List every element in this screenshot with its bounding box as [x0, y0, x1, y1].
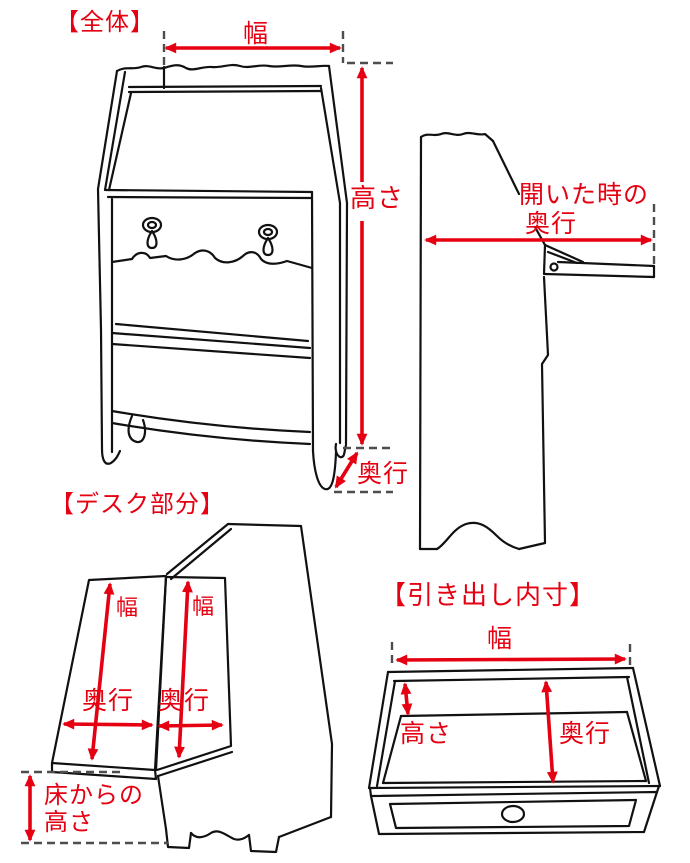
- overall-depth-arrow: [334, 451, 359, 489]
- drawer-depth-arrow: [541, 680, 558, 784]
- desk-part-line-art: [50, 522, 334, 854]
- desk-heading: 【デスク部分】: [50, 490, 225, 518]
- desk-inner-depth-label: 奥行: [158, 686, 211, 715]
- drawer-height-label: 高さ: [400, 719, 453, 748]
- flap-depth-arrow: [62, 718, 154, 731]
- drawer-height-arrow: [400, 682, 413, 716]
- drawer-guide-lines: [390, 642, 632, 668]
- desk-flap-depth-label: 奥行: [82, 686, 135, 715]
- desk-floor-height-label-line2: 高さ: [44, 808, 94, 836]
- overall-guide-lines: [162, 31, 393, 494]
- drawer-pull-right: [257, 223, 279, 257]
- drawer-width-arrow: [395, 653, 627, 666]
- overall-heading: 【全体】: [55, 8, 155, 36]
- inner-depth-arrow: [157, 719, 224, 732]
- side-open-depth-label-line2: 奥行: [524, 209, 578, 238]
- desk-flap-width-label: 幅: [116, 596, 140, 621]
- side-profile-line-art: [418, 131, 656, 551]
- flap-width-arrow: [87, 582, 115, 761]
- overall-depth-label: 奥行: [357, 459, 410, 488]
- drawer-knob: [500, 804, 526, 824]
- overall-width-label: 幅: [243, 19, 270, 48]
- desk-floor-height-label-line1: 床からの: [44, 781, 144, 809]
- overall-height-label: 高さ: [350, 184, 405, 214]
- overall-bureau-line-art: [96, 63, 349, 491]
- desk-part-dimension-arrows: [24, 580, 224, 842]
- drawer-line-art: [367, 666, 662, 836]
- overall-dimension-arrows: [164, 42, 368, 489]
- drawer-pull-left: [141, 216, 163, 250]
- drawer-dimension-arrows: [395, 653, 627, 784]
- drawer-depth-label: 奥行: [559, 719, 612, 748]
- desk-part-guide-lines: [21, 770, 168, 845]
- desk-inner-width-label: 幅: [192, 595, 216, 620]
- drawer-heading: 【引き出し内寸】: [380, 581, 597, 611]
- drawer-width-label: 幅: [486, 624, 514, 653]
- side-open-depth-label-line1: 開いた時の: [518, 180, 650, 209]
- inner-width-arrow: [174, 580, 193, 759]
